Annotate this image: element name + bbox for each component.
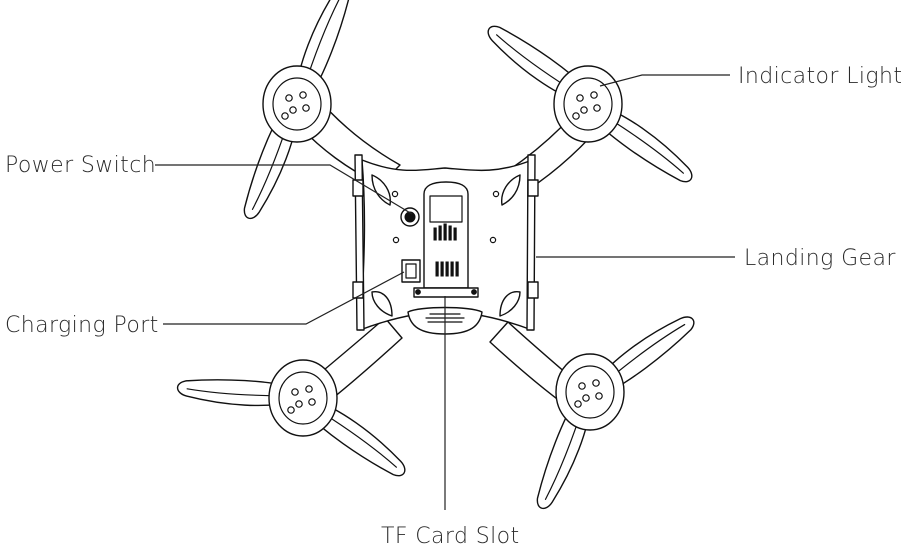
charging-port — [401, 259, 421, 283]
rotor-bottom-left — [174, 317, 409, 500]
tf-card-slot — [413, 287, 479, 298]
battery-module — [423, 181, 469, 289]
leader-lines — [155, 74, 735, 510]
label-landing-gear: Landing Gear — [744, 246, 896, 271]
power-switch — [400, 207, 420, 227]
label-tf-card-slot: TF Card Slot — [381, 524, 520, 549]
label-charging-port: Charging Port — [5, 313, 159, 338]
label-indicator-light: Indicator Light — [738, 64, 902, 89]
landing-gear — [352, 154, 539, 331]
rotor-top-left — [215, 0, 401, 223]
rotor-bottom-right — [489, 313, 708, 513]
label-power-switch: Power Switch — [5, 153, 156, 178]
